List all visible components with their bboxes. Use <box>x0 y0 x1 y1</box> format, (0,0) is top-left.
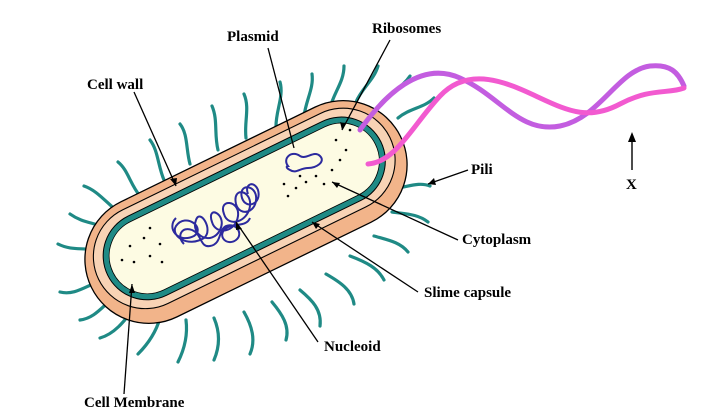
pilus <box>210 104 220 152</box>
nucleoid-dna-loop <box>179 217 251 248</box>
ribosome <box>322 182 326 186</box>
arrowhead-cell-wall <box>170 178 177 186</box>
pilus <box>178 122 192 166</box>
pilus <box>372 234 410 254</box>
ribosome <box>148 226 152 230</box>
pilus <box>390 210 430 224</box>
ribosome <box>338 158 342 162</box>
ribosome <box>304 180 308 184</box>
pilus <box>396 96 436 120</box>
ribosome <box>282 182 286 186</box>
nucleoid-dna <box>171 183 260 243</box>
arrowhead-cytoplasm <box>332 182 340 188</box>
ribosome <box>348 128 352 132</box>
x-marker-arrowhead <box>628 132 636 142</box>
arrowhead-nucleoid <box>236 222 242 230</box>
ribosome <box>128 244 132 248</box>
ribosome <box>298 174 302 178</box>
ribosome <box>314 174 318 178</box>
label-cell-wall: Cell wall <box>87 77 144 93</box>
cytoplasm-shape <box>108 122 380 295</box>
label-slime-capsule: Slime capsule <box>424 285 512 301</box>
pilus <box>212 316 221 362</box>
leader-lines <box>123 39 469 395</box>
pilus <box>148 138 166 182</box>
label-pili: Pili <box>471 162 493 178</box>
flagellum-strand-a <box>357 63 687 133</box>
leader-ribosomes <box>341 39 391 131</box>
ribosome <box>286 194 290 198</box>
arrowhead-cell-membrane <box>129 284 135 293</box>
ribosome <box>132 260 136 264</box>
flagellum <box>357 63 687 167</box>
leader-cytoplasm <box>331 181 459 241</box>
ribosome <box>344 148 348 152</box>
ribosomes-group <box>120 128 352 264</box>
pilus <box>348 254 386 282</box>
label-cell-membrane: Cell Membrane <box>84 395 185 411</box>
leader-plasmid <box>267 47 295 149</box>
arrowhead-ribosomes <box>340 122 346 130</box>
flagellum-strand-b <box>365 76 687 167</box>
ribosome <box>120 258 124 262</box>
pilus <box>116 160 142 198</box>
pilus <box>324 272 356 306</box>
pilus <box>270 300 289 342</box>
ribosome <box>294 186 298 190</box>
label-nucleoid: Nucleoid <box>324 339 381 355</box>
leader-cell-wall <box>133 91 177 187</box>
arrowheads <box>129 122 436 293</box>
ribosome <box>330 168 334 172</box>
arrowhead-pili <box>428 178 436 185</box>
leader-slime-capsule <box>311 221 419 293</box>
label-ribosomes: Ribosomes <box>372 21 442 37</box>
ribosome <box>158 242 162 246</box>
arrowhead-slime-capsule <box>312 222 320 229</box>
pilus <box>176 318 189 364</box>
label-cytoplasm: Cytoplasm <box>462 232 532 248</box>
ribosome <box>160 260 164 264</box>
pilus <box>298 288 322 328</box>
pilus <box>274 80 283 128</box>
label-x: X <box>626 177 637 193</box>
leader-cell-membrane <box>123 283 133 395</box>
pilus <box>354 64 380 104</box>
ribosome <box>148 254 152 258</box>
pilus <box>242 92 249 140</box>
ribosome <box>334 138 338 142</box>
plasmid-shape <box>285 152 323 173</box>
ribosome <box>142 236 146 240</box>
pilus <box>242 310 255 356</box>
leader-nucleoid <box>235 221 319 343</box>
label-plasmid: Plasmid <box>227 29 279 45</box>
